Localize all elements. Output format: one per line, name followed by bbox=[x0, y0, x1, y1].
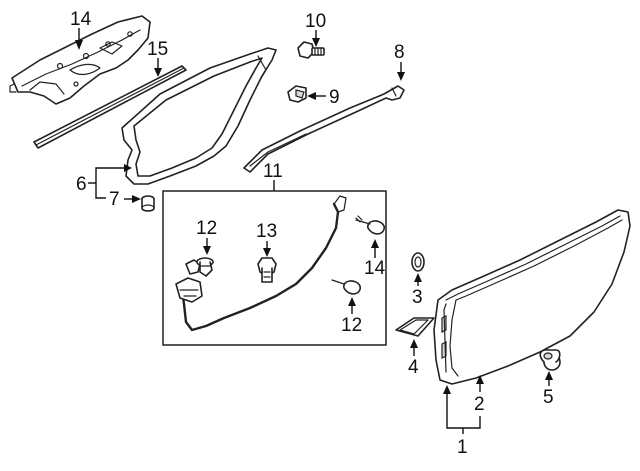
door-shell-part bbox=[433, 209, 631, 385]
outer-belt-molding-part bbox=[243, 85, 405, 173]
callout-6: 6 bbox=[76, 174, 87, 195]
callout-15: 14 bbox=[70, 9, 92, 30]
rivet-clip-part bbox=[355, 215, 385, 235]
callout-1: 1 bbox=[457, 437, 468, 458]
belt-weatherstrip-part bbox=[33, 65, 187, 149]
callout-9: 9 bbox=[329, 87, 340, 108]
clip-part bbox=[287, 85, 307, 103]
push-clip-part bbox=[196, 257, 214, 277]
callout-12-lower: 12 bbox=[341, 315, 362, 336]
bolt-part bbox=[297, 41, 325, 59]
plug-part bbox=[539, 349, 561, 371]
inner-door-panel-part bbox=[9, 15, 151, 105]
callout-13: 13 bbox=[256, 221, 277, 242]
callout-12-upper: 12 bbox=[196, 218, 217, 239]
wiring-harness-part bbox=[175, 195, 347, 332]
callout-11: 11 bbox=[263, 161, 283, 182]
grommet-clip-part bbox=[257, 257, 277, 283]
callout-14: 14 bbox=[364, 258, 386, 279]
callout-2: 2 bbox=[474, 394, 485, 415]
callout-4: 4 bbox=[408, 357, 419, 378]
rivet-clip-lower-part bbox=[331, 279, 361, 295]
door-weatherstrip-part bbox=[121, 47, 277, 185]
callout-16: 15 bbox=[147, 39, 168, 60]
callout-7: 7 bbox=[109, 189, 120, 210]
pad-part bbox=[395, 317, 435, 337]
callout-8: 8 bbox=[394, 42, 405, 63]
callout-3: 3 bbox=[412, 287, 423, 308]
bumper-part bbox=[141, 195, 155, 212]
callout-5: 5 bbox=[543, 387, 554, 408]
callout-10: 10 bbox=[305, 11, 326, 32]
round-cap-part bbox=[411, 252, 425, 272]
